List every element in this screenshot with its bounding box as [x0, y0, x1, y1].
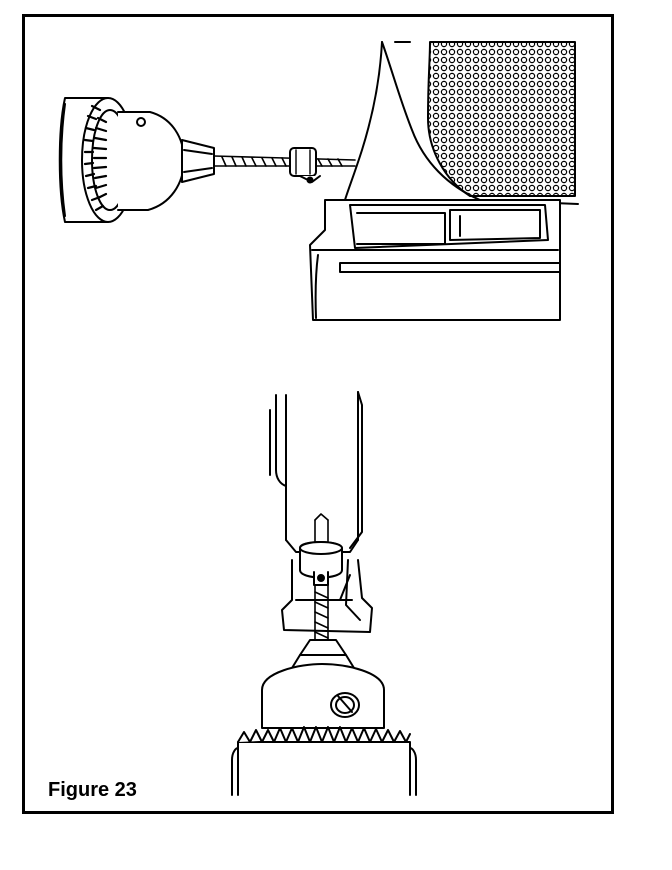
figure-caption: Figure 23: [48, 779, 137, 801]
drill-bit-horizontal: [213, 155, 356, 167]
spindle-housing: [269, 391, 363, 553]
wheel-guard: [427, 41, 576, 197]
drill-chuck-vertical: [231, 663, 417, 796]
machine-base: [309, 199, 561, 321]
drill-chuck-horizontal: [58, 97, 215, 223]
stop-collar-horizontal: [289, 147, 321, 184]
top-illustration-drill-press-side-view: [58, 41, 579, 321]
machine-column: [344, 41, 579, 205]
drill-bit-vertical-lower: [314, 584, 329, 641]
stop-collar-vertical: [299, 541, 343, 586]
bottom-illustration-drill-vertical-view: [231, 391, 417, 796]
depth-clamp-bracket: [281, 559, 373, 633]
